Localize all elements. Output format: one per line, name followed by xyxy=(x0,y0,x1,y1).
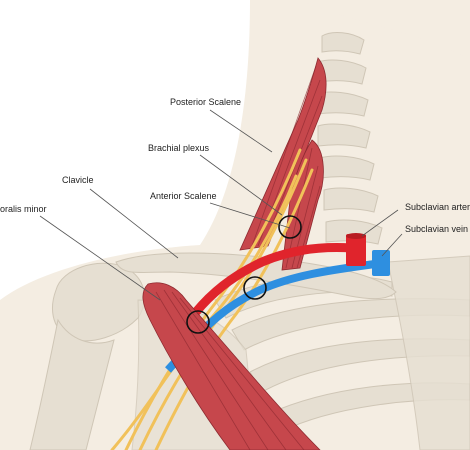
vertebra-c2 xyxy=(317,59,367,85)
label-subclavian-artery: Subclavian artery xyxy=(405,202,470,212)
compression-circle-scalene xyxy=(278,215,302,239)
leader-clavicle xyxy=(89,188,179,259)
vertebra-c4 xyxy=(317,123,371,149)
label-anterior-scalene: Anterior Scalene xyxy=(150,191,217,201)
posterior-scalene-muscle xyxy=(239,57,327,251)
subclavian-artery-vessel xyxy=(168,233,366,343)
clavicle-bone xyxy=(115,252,397,300)
cervical-spine xyxy=(315,32,383,245)
leader-pectoralis-minor xyxy=(39,215,161,301)
compression-sites xyxy=(186,215,302,334)
diagram-labels: Posterior Scalene Brachial plexus Clavic… xyxy=(0,97,470,234)
leader-posterior-scalene xyxy=(209,109,273,153)
subclavian-artery-path xyxy=(168,243,353,343)
leader-brachial-plexus xyxy=(199,154,283,216)
vertebra-c5 xyxy=(319,155,375,181)
label-clavicle: Clavicle xyxy=(62,175,94,185)
label-posterior-scalene: Posterior Scalene xyxy=(170,97,241,107)
leader-anterior-scalene xyxy=(209,202,291,229)
vertebra-c3 xyxy=(315,91,369,117)
vertebra-c6 xyxy=(323,187,379,213)
background-skin-top xyxy=(260,0,470,60)
subclavian-artery-opening xyxy=(346,233,366,239)
pectoralis-fibers xyxy=(155,289,305,450)
vertebra-c1 xyxy=(321,32,365,55)
leader-subclavian-vein xyxy=(381,233,403,257)
compression-circle-pectoralis xyxy=(186,310,210,334)
label-pectoralis-minor: Pectoralis minor xyxy=(0,204,47,214)
subclavian-artery-stump xyxy=(346,234,366,266)
leader-subclavian-artery xyxy=(361,209,399,237)
label-subclavian-vein: Subclavian vein xyxy=(405,224,468,234)
leader-lines xyxy=(39,109,403,301)
subclavian-vein-stump xyxy=(372,250,390,276)
label-brachial-plexus: Brachial plexus xyxy=(148,143,210,153)
compression-circle-costoclavicular xyxy=(243,276,267,300)
vertebra-c7 xyxy=(325,219,383,245)
